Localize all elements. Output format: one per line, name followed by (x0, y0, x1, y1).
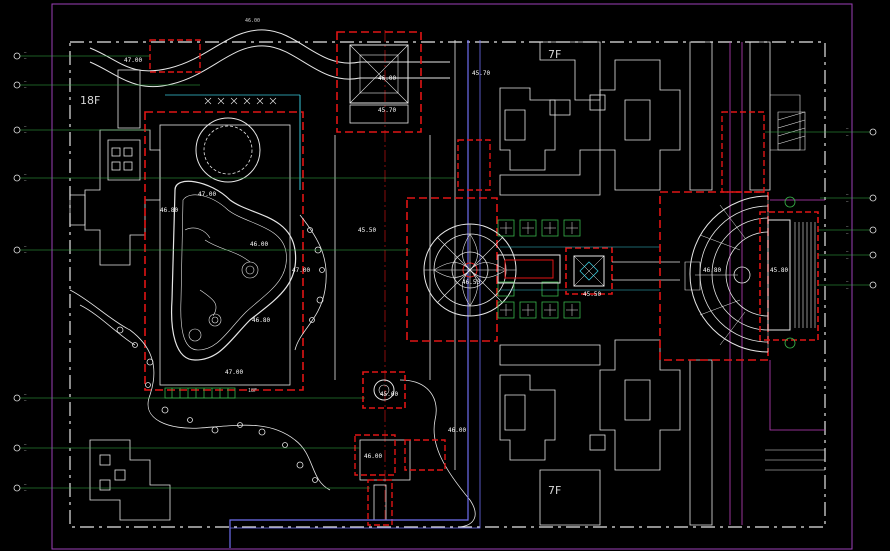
elevation-label: 45.50 (358, 227, 376, 234)
left-callout-7-l1: — (24, 442, 27, 447)
elevation-label: 47.00 (225, 369, 243, 376)
elevation-label: 46.00 (250, 241, 268, 248)
top-curved-walkway (89, 29, 450, 88)
floor-label: 18F (80, 94, 100, 107)
left-callout-2-l2: — (24, 85, 27, 90)
left-callout-3-l1: — (24, 124, 27, 129)
elevation-label: 46.80 (252, 317, 270, 324)
elevation-label: 45.50 (583, 291, 601, 298)
right-callout-5-l2: — (846, 286, 849, 291)
elevation-label: 46.50 (462, 279, 480, 286)
elevation-label: 45.00 (380, 391, 398, 398)
right-buildings-bottom (499, 339, 713, 526)
left-callout-7-l2: — (24, 448, 27, 453)
elevation-label: 47.00 (198, 191, 216, 198)
left-callout-lines (20, 55, 455, 489)
left-building-block (69, 69, 161, 266)
central-plaza (406, 139, 680, 342)
elevation-label: 45.70 (378, 107, 396, 114)
elevation-label: 46.80 (160, 207, 178, 214)
left-callout-1-l1: — (24, 50, 27, 55)
central-axis (334, 30, 446, 526)
drawing-frame (51, 3, 853, 550)
building-tag-top: 7F (548, 48, 561, 61)
elevation-labels: 47.00 46.00 45.70 45.70 46.80 47.00 47.0… (124, 57, 788, 460)
left-callout-labels: — — — — — — — — — — — — — — — — (24, 50, 27, 493)
right-callout-lines (765, 131, 870, 286)
right-callout-4-l1: — (846, 249, 849, 254)
right-callout-2-l1: — (846, 192, 849, 197)
elevation-label: 47.00 (124, 57, 142, 64)
right-top-stair (777, 111, 806, 151)
left-callout-4-l2: — (24, 178, 27, 183)
right-callout-4-l2: — (846, 256, 849, 261)
left-callout-4-l1: — (24, 172, 27, 177)
left-callout-3-l2: — (24, 130, 27, 135)
left-callout-2-l1: — (24, 79, 27, 84)
left-callout-8-l2: — (24, 488, 27, 493)
right-plaza (659, 111, 819, 361)
left-callout-1-l2: — (24, 56, 27, 61)
right-callout-markers (869, 128, 877, 289)
left-callout-markers (13, 52, 21, 492)
elevation-label: 45.70 (472, 70, 490, 77)
left-callout-5-l2: — (24, 250, 27, 255)
left-callout-5-l1: — (24, 244, 27, 249)
floor-label-2: 18F (248, 388, 257, 394)
elevation-label: 45.80 (770, 267, 788, 274)
bottom-left-building (89, 439, 171, 521)
left-callout-8-l1: — (24, 482, 27, 487)
right-buildings-top (499, 41, 771, 196)
top-mark: 46.00 (245, 18, 260, 24)
right-callout-1-l1: — (846, 126, 849, 131)
left-callout-6-l2: — (24, 398, 27, 403)
elevation-label: 46.00 (378, 75, 396, 82)
elevation-label: 47.00 (292, 267, 310, 274)
right-callout-2-l2: — (846, 199, 849, 204)
right-callout-3-l1: — (846, 224, 849, 229)
right-callout-1-l2: — (846, 133, 849, 138)
elevation-label: 46.00 (448, 427, 466, 434)
water-channel (229, 40, 481, 548)
rocky-stream (69, 214, 476, 528)
left-callout-6-l1: — (24, 392, 27, 397)
elevation-label: 46.80 (703, 267, 721, 274)
right-callout-labels: — — — — — — — — — — (846, 126, 849, 291)
building-tag-bottom: 7F (548, 484, 561, 497)
left-garden (144, 94, 304, 399)
right-road-lines (729, 42, 825, 525)
right-callout-3-l2: — (846, 231, 849, 236)
elevation-label: 46.00 (364, 453, 382, 460)
right-callout-5-l1: — (846, 279, 849, 284)
